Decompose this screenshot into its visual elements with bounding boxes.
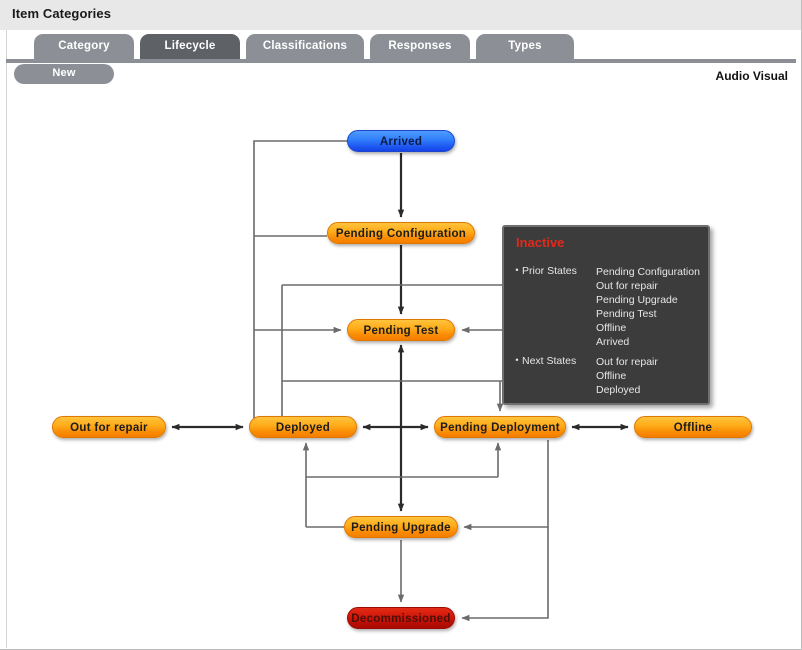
tooltip-prior-states-label: Prior States (522, 265, 577, 277)
tab-classifications[interactable]: Classifications (246, 34, 364, 59)
tooltip-prior-state: Pending Test (596, 308, 657, 320)
tooltip-prior-state: Out for repair (596, 280, 658, 292)
node-out-for-repair[interactable]: Out for repair (52, 416, 166, 438)
tooltip-next-state: Offline (596, 370, 627, 382)
bullet-icon: • (515, 265, 519, 275)
node-pending-configuration[interactable]: Pending Configuration (327, 222, 475, 244)
node-pending-upgrade[interactable]: Pending Upgrade (344, 516, 458, 538)
state-tooltip: Inactive • Prior States Pending Configur… (502, 225, 710, 405)
tab-category[interactable]: Category (34, 34, 134, 59)
page-title: Item Categories (12, 6, 112, 21)
node-arrived[interactable]: Arrived (347, 130, 455, 152)
node-pending-deployment[interactable]: Pending Deployment (434, 416, 566, 438)
tab-underline (6, 59, 796, 63)
tab-lifecycle[interactable]: Lifecycle (140, 34, 240, 59)
tooltip-prior-state: Offline (596, 322, 627, 334)
tooltip-title: Inactive (516, 235, 565, 250)
window-titlebar: Item Categories (0, 0, 801, 30)
tooltip-prior-state: Pending Upgrade (596, 294, 678, 306)
tooltip-next-state: Deployed (596, 384, 641, 396)
tooltip-prior-state: Pending Configuration (596, 266, 700, 278)
node-offline[interactable]: Offline (634, 416, 752, 438)
node-pending-test[interactable]: Pending Test (347, 319, 455, 341)
category-name-label: Audio Visual (715, 69, 788, 83)
diagram-edges (171, 140, 629, 622)
tooltip-next-state: Out for repair (596, 356, 658, 368)
tooltip-next-states-values: Out for repair Offline Deployed (596, 355, 658, 397)
node-decommissioned[interactable]: Decommissioned (347, 607, 455, 629)
tooltip-prior-states-values: Pending Configuration Out for repair Pen… (596, 265, 700, 349)
lifecycle-diagram: Arrived Pending Configuration Pending Te… (0, 95, 795, 648)
tab-types[interactable]: Types (476, 34, 574, 59)
tooltip-prior-state: Arrived (596, 336, 630, 348)
toolbar: New Audio Visual (6, 64, 796, 88)
tab-responses[interactable]: Responses (370, 34, 470, 59)
tooltip-next-states-label: Next States (522, 355, 577, 367)
tab-strip: Category Lifecycle Classifications Respo… (6, 34, 796, 60)
bullet-icon: • (515, 355, 519, 365)
node-deployed[interactable]: Deployed (249, 416, 357, 438)
new-button[interactable]: New (14, 64, 114, 84)
